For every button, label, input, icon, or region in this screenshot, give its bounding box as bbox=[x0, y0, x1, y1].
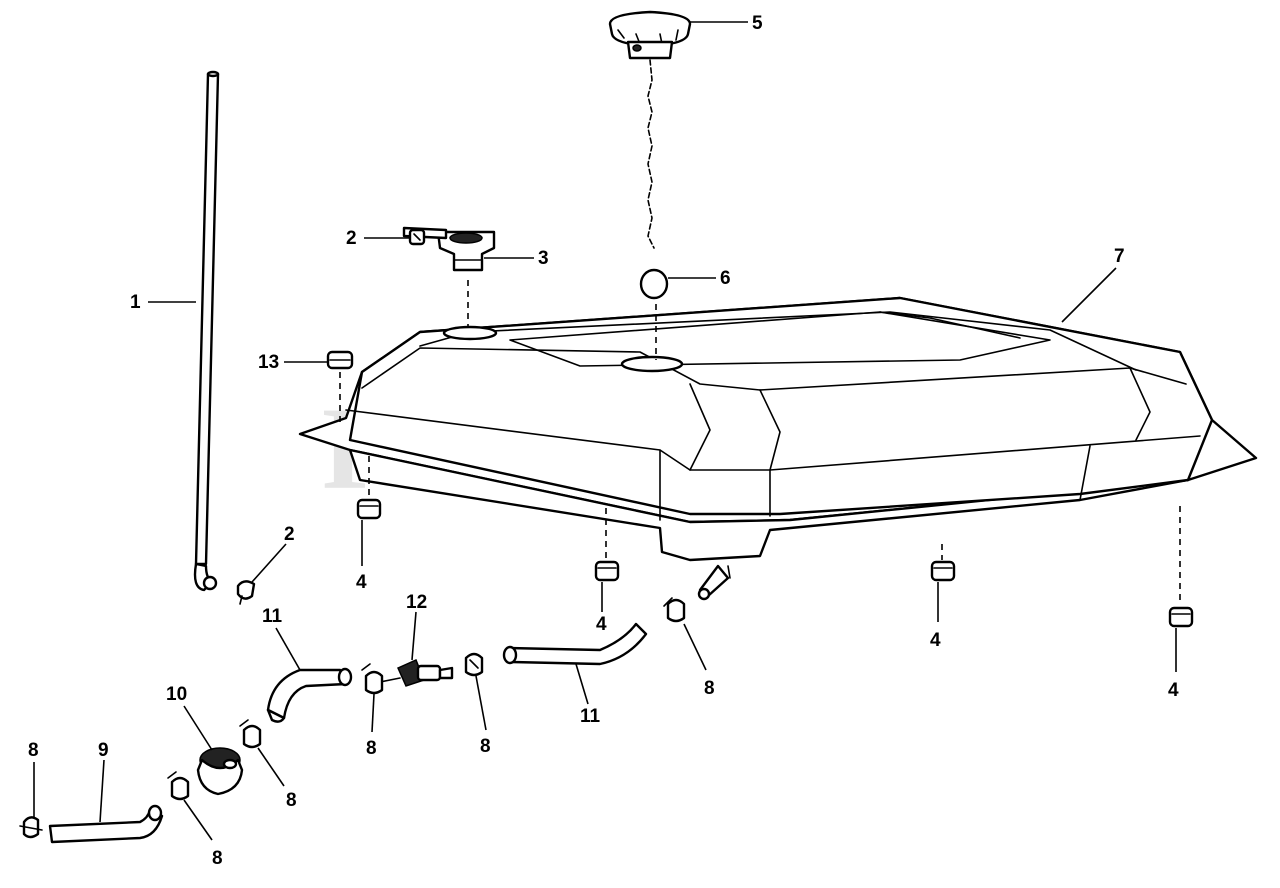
hose-clamp-2[interactable] bbox=[464, 652, 484, 677]
fuel-filter[interactable] bbox=[196, 747, 244, 796]
callout-11-left: 11 bbox=[262, 606, 283, 627]
leader-8-5 bbox=[183, 799, 213, 841]
fuel-hose-short[interactable] bbox=[48, 804, 164, 844]
callout-8-1: 8 bbox=[704, 678, 715, 699]
callout-10: 10 bbox=[166, 684, 187, 705]
isolator-mount-4[interactable] bbox=[1168, 606, 1194, 628]
callout-8-3: 8 bbox=[366, 738, 377, 759]
leader-11-left bbox=[275, 627, 301, 671]
callout-5: 5 bbox=[752, 13, 763, 34]
leader-8-3 bbox=[371, 693, 375, 733]
hose-clamp-6[interactable] bbox=[19, 816, 43, 839]
hose-clamp-5[interactable] bbox=[167, 771, 190, 801]
cap-chain bbox=[647, 59, 655, 249]
leader-9 bbox=[99, 759, 105, 823]
callout-4-3: 4 bbox=[930, 630, 941, 651]
leader-11-right bbox=[575, 663, 589, 705]
hose-clamp-3[interactable] bbox=[361, 663, 384, 695]
clamp-top[interactable] bbox=[408, 228, 426, 246]
leader-8-2 bbox=[475, 675, 487, 731]
callout-8-5: 8 bbox=[212, 848, 223, 869]
callout-8-6: 8 bbox=[28, 740, 39, 761]
isolator-mount-3[interactable] bbox=[930, 560, 956, 582]
isolator-mount-1[interactable] bbox=[356, 498, 382, 520]
fuel-hose-left[interactable] bbox=[266, 667, 353, 723]
callout-11-right: 11 bbox=[580, 706, 601, 727]
leader-10 bbox=[183, 705, 213, 751]
callout-6: 6 bbox=[720, 268, 731, 289]
callout-8-2: 8 bbox=[480, 736, 491, 757]
callout-2-top: 2 bbox=[346, 228, 357, 249]
leader-8-4 bbox=[257, 747, 285, 787]
leader-2-lower bbox=[251, 543, 287, 583]
callout-4-2: 4 bbox=[596, 614, 607, 635]
isolator-mount-2[interactable] bbox=[594, 560, 620, 582]
fuel-cap[interactable] bbox=[608, 10, 692, 60]
shutoff-valve[interactable] bbox=[379, 658, 454, 687]
hose-clamp-1[interactable] bbox=[663, 597, 686, 623]
grommet[interactable] bbox=[326, 350, 354, 370]
callout-1: 1 bbox=[130, 292, 141, 313]
callout-2-lower: 2 bbox=[284, 524, 295, 545]
fuel-hose-right[interactable] bbox=[502, 622, 648, 666]
clamp-lower[interactable] bbox=[236, 580, 256, 605]
gasket-ring[interactable] bbox=[639, 268, 669, 300]
callout-4-1: 4 bbox=[356, 572, 367, 593]
hose-clamp-4[interactable] bbox=[239, 719, 262, 749]
fuel-tank[interactable] bbox=[298, 296, 1258, 601]
callout-13: 13 bbox=[258, 352, 279, 373]
callout-8-4: 8 bbox=[286, 790, 297, 811]
callout-7: 7 bbox=[1114, 246, 1125, 267]
leader-8-1 bbox=[683, 623, 707, 671]
callout-4-4: 4 bbox=[1168, 680, 1179, 701]
vent-tube[interactable] bbox=[193, 70, 220, 592]
callout-9: 9 bbox=[98, 740, 109, 761]
callout-12: 12 bbox=[406, 592, 427, 613]
leader-12 bbox=[411, 611, 417, 661]
leader-7 bbox=[1061, 267, 1117, 323]
callout-3: 3 bbox=[538, 248, 549, 269]
